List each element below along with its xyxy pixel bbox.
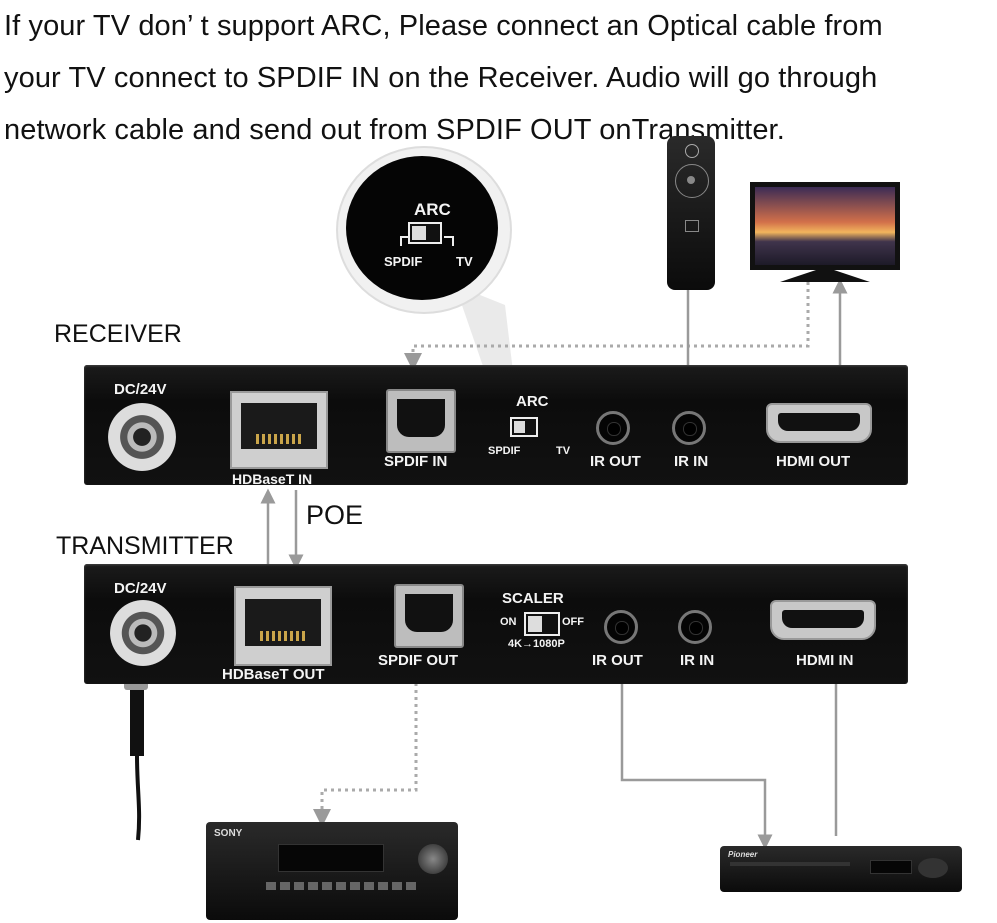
transmitter-scaler-switch [524, 612, 560, 636]
transmitter-ir-in-label: IR IN [680, 652, 715, 669]
spdif-out-to-av-dotted-line [313, 676, 418, 827]
zoom-arc-switch [408, 222, 442, 244]
tv [750, 182, 900, 282]
transmitter-scaler-label: SCALER [502, 590, 564, 607]
headline-line-2: your TV connect to SPDIF IN on the Recei… [4, 62, 878, 94]
dc-cable-wire [135, 755, 142, 841]
transmitter-dc-jack [110, 600, 176, 666]
home-icon [685, 220, 699, 232]
transmitter-on-label: ON [500, 616, 517, 628]
dvd-player-display [870, 860, 912, 874]
headline: If your TV don’ t support ARC, Please co… [4, 0, 994, 156]
tv-stand [780, 270, 870, 282]
receiver-panel: DC/24V HDBaseT IN SPDIF IN ARC SPDIF TV … [84, 365, 908, 487]
transmitter-spdif-label: SPDIF OUT [378, 652, 459, 669]
tv-screen [750, 182, 900, 270]
av-receiver-button-row [266, 882, 416, 890]
receiver-ir-out-jack [596, 411, 630, 445]
receiver-ir-out-label: IR OUT [590, 453, 641, 470]
av-receiver-volume-knob [418, 844, 448, 874]
zoom-arc-label: ARC [414, 200, 451, 219]
receiver-dc-label: DC/24V [114, 381, 167, 398]
receiver-spdif-label: SPDIF IN [384, 453, 448, 470]
transmitter-ir-out-jack [604, 610, 638, 644]
receiver-arc-spdif-label: SPDIF [488, 445, 521, 457]
receiver-arc-label: ARC [516, 393, 549, 410]
zoom-spdif-label: SPDIF [384, 254, 423, 269]
receiver-ir-in-jack [672, 411, 706, 445]
transmitter-dc-label: DC/24V [114, 580, 167, 597]
headline-line-1: If your TV don’ t support ARC, Please co… [4, 10, 883, 42]
arc-zoom-circle: ARC SPDIF TV [336, 146, 512, 314]
receiver-dc-jack [108, 403, 176, 471]
transmitter-ir-out-label: IR OUT [592, 652, 643, 669]
receiver-hdbaset-label: HDBaseT IN [232, 471, 313, 487]
receiver-arc-tv-label: TV [556, 445, 571, 457]
receiver-title: RECEIVER [54, 320, 182, 348]
poe-label: POE [306, 500, 364, 530]
dpad-icon [675, 164, 709, 198]
transmitter-hdbaset-label: HDBaseT OUT [222, 666, 325, 683]
remote-control [667, 136, 715, 290]
transmitter-hdmi-port [770, 600, 876, 640]
receiver-hdmi-port [766, 403, 872, 443]
receiver-hdmi-label: HDMI OUT [776, 453, 851, 470]
tv-to-spdif-dotted-line [404, 282, 810, 371]
av-receiver-brand: SONY [214, 828, 243, 839]
av-receiver-display [278, 844, 384, 872]
dc-cable-body [130, 690, 144, 756]
transmitter-hdmi-label: HDMI IN [796, 652, 854, 669]
dvd-player-brand: Pioneer [728, 850, 758, 859]
headline-line-3: network cable and send out from SPDIF OU… [4, 114, 785, 146]
dvd-player-controls [918, 858, 948, 878]
transmitter-hdbaset-port [234, 586, 332, 666]
transmitter-scale-label: 4K→1080P [508, 638, 565, 650]
receiver-spdif-port [386, 389, 456, 453]
transmitter-spdif-port [394, 584, 464, 648]
transmitter-off-label: OFF [562, 616, 584, 628]
receiver-arc-switch [510, 417, 538, 437]
transmitter-title: TRANSMITTER [56, 532, 234, 560]
receiver-ir-in-label: IR IN [674, 453, 709, 470]
transmitter-panel: DC/24V HDBaseT OUT SPDIF OUT SCALER ON O… [84, 564, 908, 684]
dvd-player-tray [730, 862, 850, 866]
zoom-tv-label: TV [456, 254, 473, 269]
av-receiver: SONY [206, 822, 458, 920]
power-icon [685, 144, 699, 158]
ir-out-to-dvd-line [620, 670, 773, 850]
transmitter-ir-in-jack [678, 610, 712, 644]
receiver-hdbaset-port [230, 391, 328, 469]
dvd-player: Pioneer [720, 846, 962, 892]
